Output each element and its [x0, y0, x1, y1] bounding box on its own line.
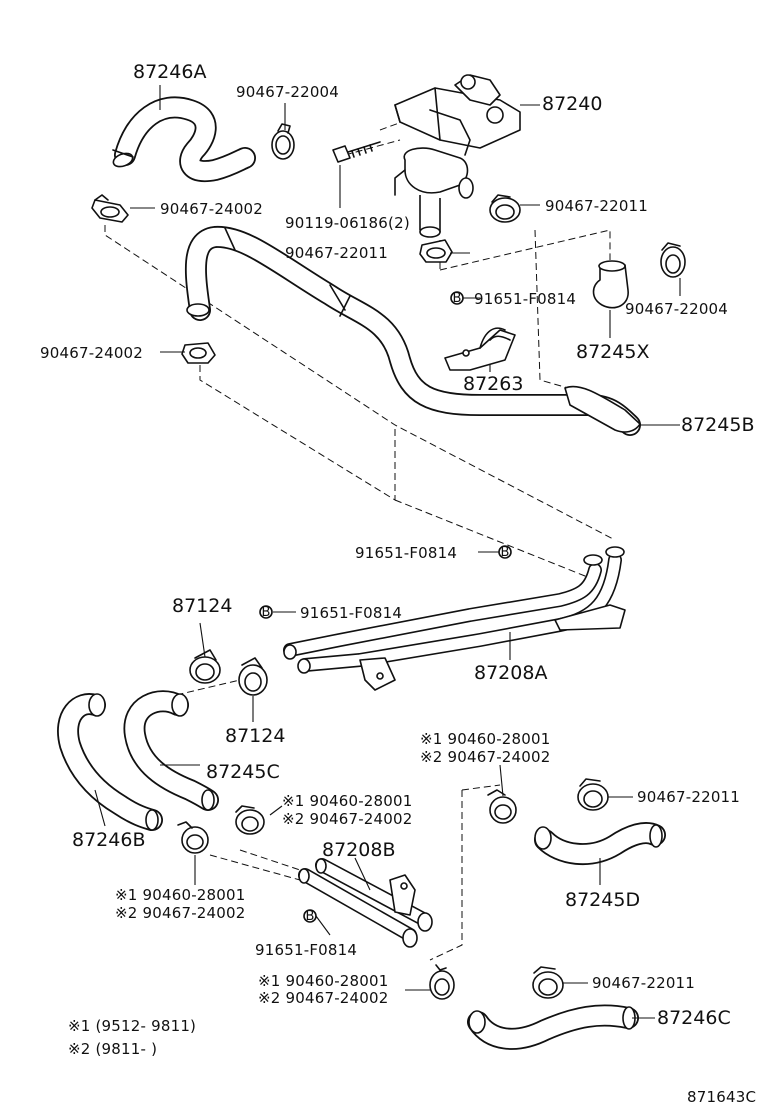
- label-90467-22004-top[interactable]: 90467-22004: [236, 83, 339, 101]
- label-87124-b[interactable]: 87124: [225, 725, 285, 747]
- label-note2-90467-24002-b[interactable]: ※2 90467-24002: [115, 904, 246, 922]
- svg-text:B: B: [501, 545, 510, 560]
- label-90119-06186[interactable]: 90119-06186(2): [285, 214, 410, 232]
- clamp-90467-22011-d[interactable]: [532, 966, 564, 999]
- clamp-90467-22004-b[interactable]: [660, 242, 686, 278]
- label-note1-90460-28001-c[interactable]: ※1 90460-28001: [420, 730, 551, 748]
- clamp-90467-22011-a[interactable]: [489, 194, 521, 223]
- label-91651-f0814-c[interactable]: 91651-F0814: [300, 604, 402, 622]
- label-90467-22011-d[interactable]: 90467-22011: [592, 974, 695, 992]
- hose-87246c[interactable]: [467, 1004, 639, 1050]
- bolt-mark-b: B: [498, 545, 512, 560]
- label-87246b[interactable]: 87246B: [72, 829, 145, 851]
- clamp-90460-28001-b[interactable]: [177, 821, 209, 854]
- label-90467-22011-a[interactable]: 90467-22011: [545, 197, 648, 215]
- label-note2-90467-24002-a[interactable]: ※2 90467-24002: [282, 810, 413, 828]
- clamp-90467-24002-a[interactable]: [91, 194, 129, 223]
- svg-text:B: B: [306, 909, 315, 924]
- hose-87246b[interactable]: [57, 693, 163, 831]
- label-87245c[interactable]: 87245C: [206, 761, 280, 783]
- label-87246a[interactable]: 87246A: [133, 61, 206, 83]
- label-note1-90460-28001-d[interactable]: ※1 90460-28001: [258, 972, 389, 990]
- bolt-mark-a: B: [450, 291, 464, 306]
- label-note2-90467-24002-d[interactable]: ※2 90467-24002: [258, 989, 389, 1007]
- bracket-87263[interactable]: [444, 327, 516, 371]
- hose-87245x[interactable]: [592, 260, 629, 309]
- label-87240[interactable]: 87240: [542, 93, 602, 115]
- svg-text:B: B: [453, 291, 462, 306]
- label-note2-90467-24002-c[interactable]: ※2 90467-24002: [420, 748, 551, 766]
- footnotes: ※1 (9512- 9811) ※2 (9811- ) 871643C: [68, 1017, 756, 1106]
- clamp-90460-28001-c[interactable]: [487, 789, 517, 824]
- clamp-90460-28001-d[interactable]: [429, 964, 455, 1000]
- hose-87245d[interactable]: [534, 822, 666, 866]
- pipe-87208b[interactable]: [298, 858, 433, 948]
- label-87208a[interactable]: 87208A: [474, 662, 547, 684]
- hose-87245b[interactable]: [184, 225, 641, 436]
- hose-87245c[interactable]: [123, 690, 219, 811]
- clamp-90467-22011-b[interactable]: [419, 239, 453, 263]
- label-87245x[interactable]: 87245X: [576, 341, 649, 363]
- label-87246c[interactable]: 87246C: [657, 1007, 731, 1029]
- pipe-87208a[interactable]: [283, 546, 626, 691]
- label-90467-24002-a[interactable]: 90467-24002: [160, 200, 263, 218]
- footnote-1: ※1 (9512- 9811): [68, 1017, 196, 1035]
- label-90467-22011-b[interactable]: 90467-22011: [285, 244, 388, 262]
- label-90467-22011-c[interactable]: 90467-22011: [637, 788, 740, 806]
- clamp-87124-b[interactable]: [238, 657, 268, 696]
- clamp-90467-24002-b[interactable]: [181, 342, 216, 364]
- clamp-90460-28001-a[interactable]: [235, 805, 265, 835]
- svg-text:B: B: [262, 605, 271, 620]
- clamp-90467-22004-top[interactable]: [271, 123, 295, 160]
- leader-lines: [94, 85, 681, 1019]
- bolt-mark-d: B: [303, 909, 317, 924]
- footnote-2: ※2 (9811- ): [68, 1040, 157, 1058]
- label-note1-90460-28001-b[interactable]: ※1 90460-28001: [115, 886, 246, 904]
- bolt-90119-06186[interactable]: [332, 141, 381, 163]
- label-87208b[interactable]: 87208B: [322, 839, 395, 861]
- label-87245d[interactable]: 87245D: [565, 889, 640, 911]
- label-91651-f0814-b[interactable]: 91651-F0814: [355, 544, 457, 562]
- bolt-mark-c: B: [259, 605, 273, 620]
- label-87124-a[interactable]: 87124: [172, 595, 232, 617]
- clamp-87124-a[interactable]: [189, 649, 221, 684]
- figure-code: 871643C: [687, 1088, 756, 1106]
- water-valve-87240[interactable]: [394, 74, 521, 238]
- clamp-90467-22011-c[interactable]: [577, 778, 609, 811]
- label-91651-f0814-d[interactable]: 91651-F0814: [255, 941, 357, 959]
- label-90467-22004-b[interactable]: 90467-22004: [625, 300, 728, 318]
- label-note1-90460-28001-a[interactable]: ※1 90460-28001: [282, 792, 413, 810]
- label-87263[interactable]: 87263: [463, 373, 523, 395]
- part-labels: 87246A 90467-22004 87240 90467-24002 901…: [40, 61, 754, 1029]
- label-87245b[interactable]: 87245B: [681, 414, 754, 436]
- hose-87246a[interactable]: [112, 96, 256, 183]
- label-90467-24002-b[interactable]: 90467-24002: [40, 344, 143, 362]
- label-91651-f0814-a[interactable]: 91651-F0814: [474, 290, 576, 308]
